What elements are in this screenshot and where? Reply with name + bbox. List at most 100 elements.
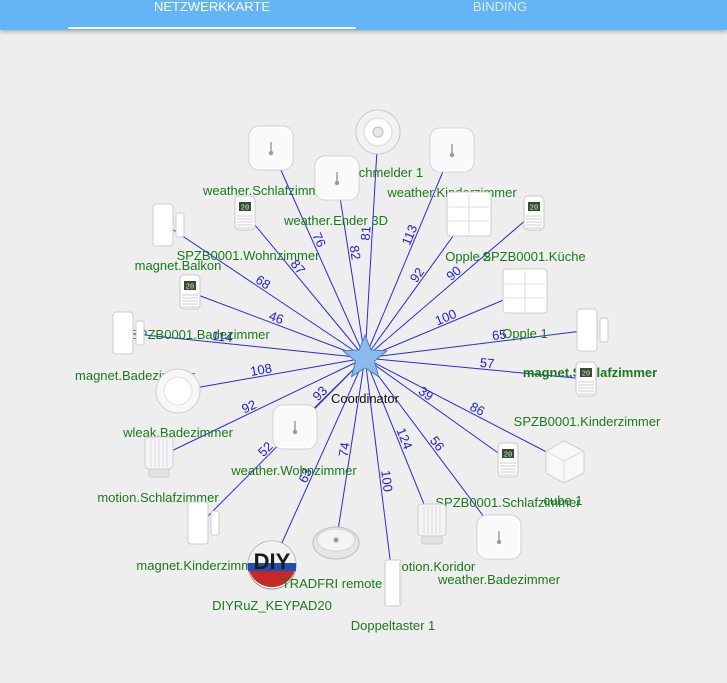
- link-quality-label: 108: [249, 360, 273, 379]
- tab-network-map[interactable]: NETZWERKKARTE: [153, 0, 271, 14]
- active-tab-indicator: [68, 27, 356, 29]
- link-quality-label: 74: [336, 441, 353, 458]
- link-quality-label: 57: [479, 355, 495, 371]
- link-quality-label: 68: [253, 272, 273, 293]
- thermostat-icon: 20: [179, 274, 201, 310]
- link-line: [364, 357, 500, 538]
- star-icon: [341, 333, 389, 378]
- link-line: [271, 357, 366, 566]
- coordinator-node[interactable]: Coordinator: [331, 333, 400, 406]
- link-line: [363, 357, 433, 525]
- link-line: [364, 212, 535, 359]
- device-node[interactable]: motion.Schlafzimmer: [97, 436, 219, 505]
- tradfri-remote-icon: [312, 526, 360, 560]
- diy-logo-icon: DIY: [247, 540, 297, 590]
- device-node[interactable]: Opple 1: [502, 268, 548, 341]
- link-line: [336, 177, 368, 359]
- link-line: [364, 149, 453, 359]
- device-label: wleak.Badezimmer: [122, 425, 233, 440]
- device-node[interactable]: wleak.Badezimmer: [122, 368, 234, 440]
- device-node[interactable]: weather.Ender 3D: [283, 155, 388, 228]
- link-line: [177, 355, 366, 392]
- link-quality-label: 52: [255, 439, 276, 460]
- weather-sensor-icon: [476, 514, 522, 560]
- motion-sensor-icon: [417, 503, 447, 545]
- link-line: [364, 354, 587, 380]
- svg-text:20: 20: [504, 452, 512, 460]
- wall-switch-icon: [446, 191, 492, 237]
- device-label: TRADFRI remote: [282, 576, 382, 591]
- device-label: Opple 1: [502, 326, 548, 341]
- smoke-detector-icon: [355, 109, 401, 155]
- link-line: [270, 147, 366, 359]
- link-quality-label: 76: [309, 230, 329, 249]
- svg-text:20: 20: [582, 371, 590, 379]
- device-node[interactable]: weather.Badezimmer: [437, 514, 561, 587]
- link-line: [189, 291, 366, 360]
- device-label: weather.Wohnzimmer: [230, 463, 357, 478]
- link-line: [361, 131, 379, 359]
- weather-sensor-icon: [272, 404, 318, 450]
- water-leak-icon: [155, 368, 201, 414]
- device-node[interactable]: cube 1: [543, 440, 585, 508]
- door-sensor-icon: [112, 311, 145, 355]
- device-node[interactable]: weather.Schlafzimmer: [202, 125, 332, 198]
- link-quality-label: 82: [347, 244, 364, 261]
- link-line: [244, 212, 366, 359]
- link-quality-label: 90: [443, 263, 464, 284]
- link-line: [158, 357, 366, 458]
- header-bar: NETZWERKKARTE BINDING: [0, 0, 727, 30]
- device-node[interactable]: Doppeltaster 1: [351, 559, 436, 633]
- device-node[interactable]: Opple 2: [445, 191, 492, 264]
- svg-text:20: 20: [186, 284, 194, 292]
- motion-sensor-icon: [144, 436, 174, 478]
- link-quality-label: 81: [358, 226, 374, 241]
- link-line: [364, 329, 591, 362]
- device-node[interactable]: TRADFRI remote: [282, 526, 382, 591]
- device-node[interactable]: magnet.Kinderzimmer: [136, 501, 264, 573]
- door-sensor-icon: [187, 501, 220, 545]
- weather-sensor-icon: [248, 125, 294, 171]
- device-node[interactable]: weather.Wohnzimmer: [230, 404, 357, 478]
- door-sensor-icon: [576, 308, 609, 352]
- weather-sensor-icon: [314, 155, 360, 201]
- device-node[interactable]: motion.Koridor: [391, 503, 476, 574]
- link-line: [364, 357, 565, 462]
- link-line: [364, 213, 470, 359]
- svg-text:20: 20: [241, 205, 249, 213]
- link-line: [165, 224, 366, 359]
- device-label: cube 1: [543, 493, 582, 508]
- device-label: SPZB0001.Wohnzimmer: [177, 248, 320, 263]
- device-label: magnet.Balkon: [135, 258, 222, 273]
- door-sensor-icon: [152, 203, 185, 247]
- link-quality-label: 86: [468, 399, 488, 419]
- device-label: Opple 2: [445, 249, 491, 264]
- device-node[interactable]: magnet.Balkon: [135, 203, 222, 273]
- device-label: weather.Ender 3D: [283, 213, 388, 228]
- coordinator-label: Coordinator: [331, 391, 400, 406]
- device-node[interactable]: weather.Kinderzimmer: [386, 127, 517, 200]
- thermostat-icon: 20: [497, 442, 519, 478]
- device-label: weather.Schlafzimmer: [202, 183, 332, 198]
- link-quality-label: 46: [267, 308, 286, 327]
- link-quality-label: 124: [394, 426, 416, 452]
- device-label: weather.Badezimmer: [437, 572, 561, 587]
- device-label: SPZB0001.Schlafzimmer: [435, 495, 581, 510]
- tab-binding[interactable]: BINDING: [472, 0, 528, 14]
- svg-text:DIY: DIY: [254, 549, 291, 574]
- link-quality-label: 100: [433, 306, 459, 328]
- link-quality-label: 63: [295, 466, 315, 485]
- device-label: magnet.Kinderzimmer: [136, 558, 264, 573]
- link-quality-label: 114: [211, 328, 233, 345]
- thermostat-icon: 20: [575, 361, 597, 397]
- device-label: SPZB0001.Kinderzimmer: [514, 414, 661, 429]
- link-line: [364, 357, 509, 461]
- cube-icon: [545, 440, 585, 484]
